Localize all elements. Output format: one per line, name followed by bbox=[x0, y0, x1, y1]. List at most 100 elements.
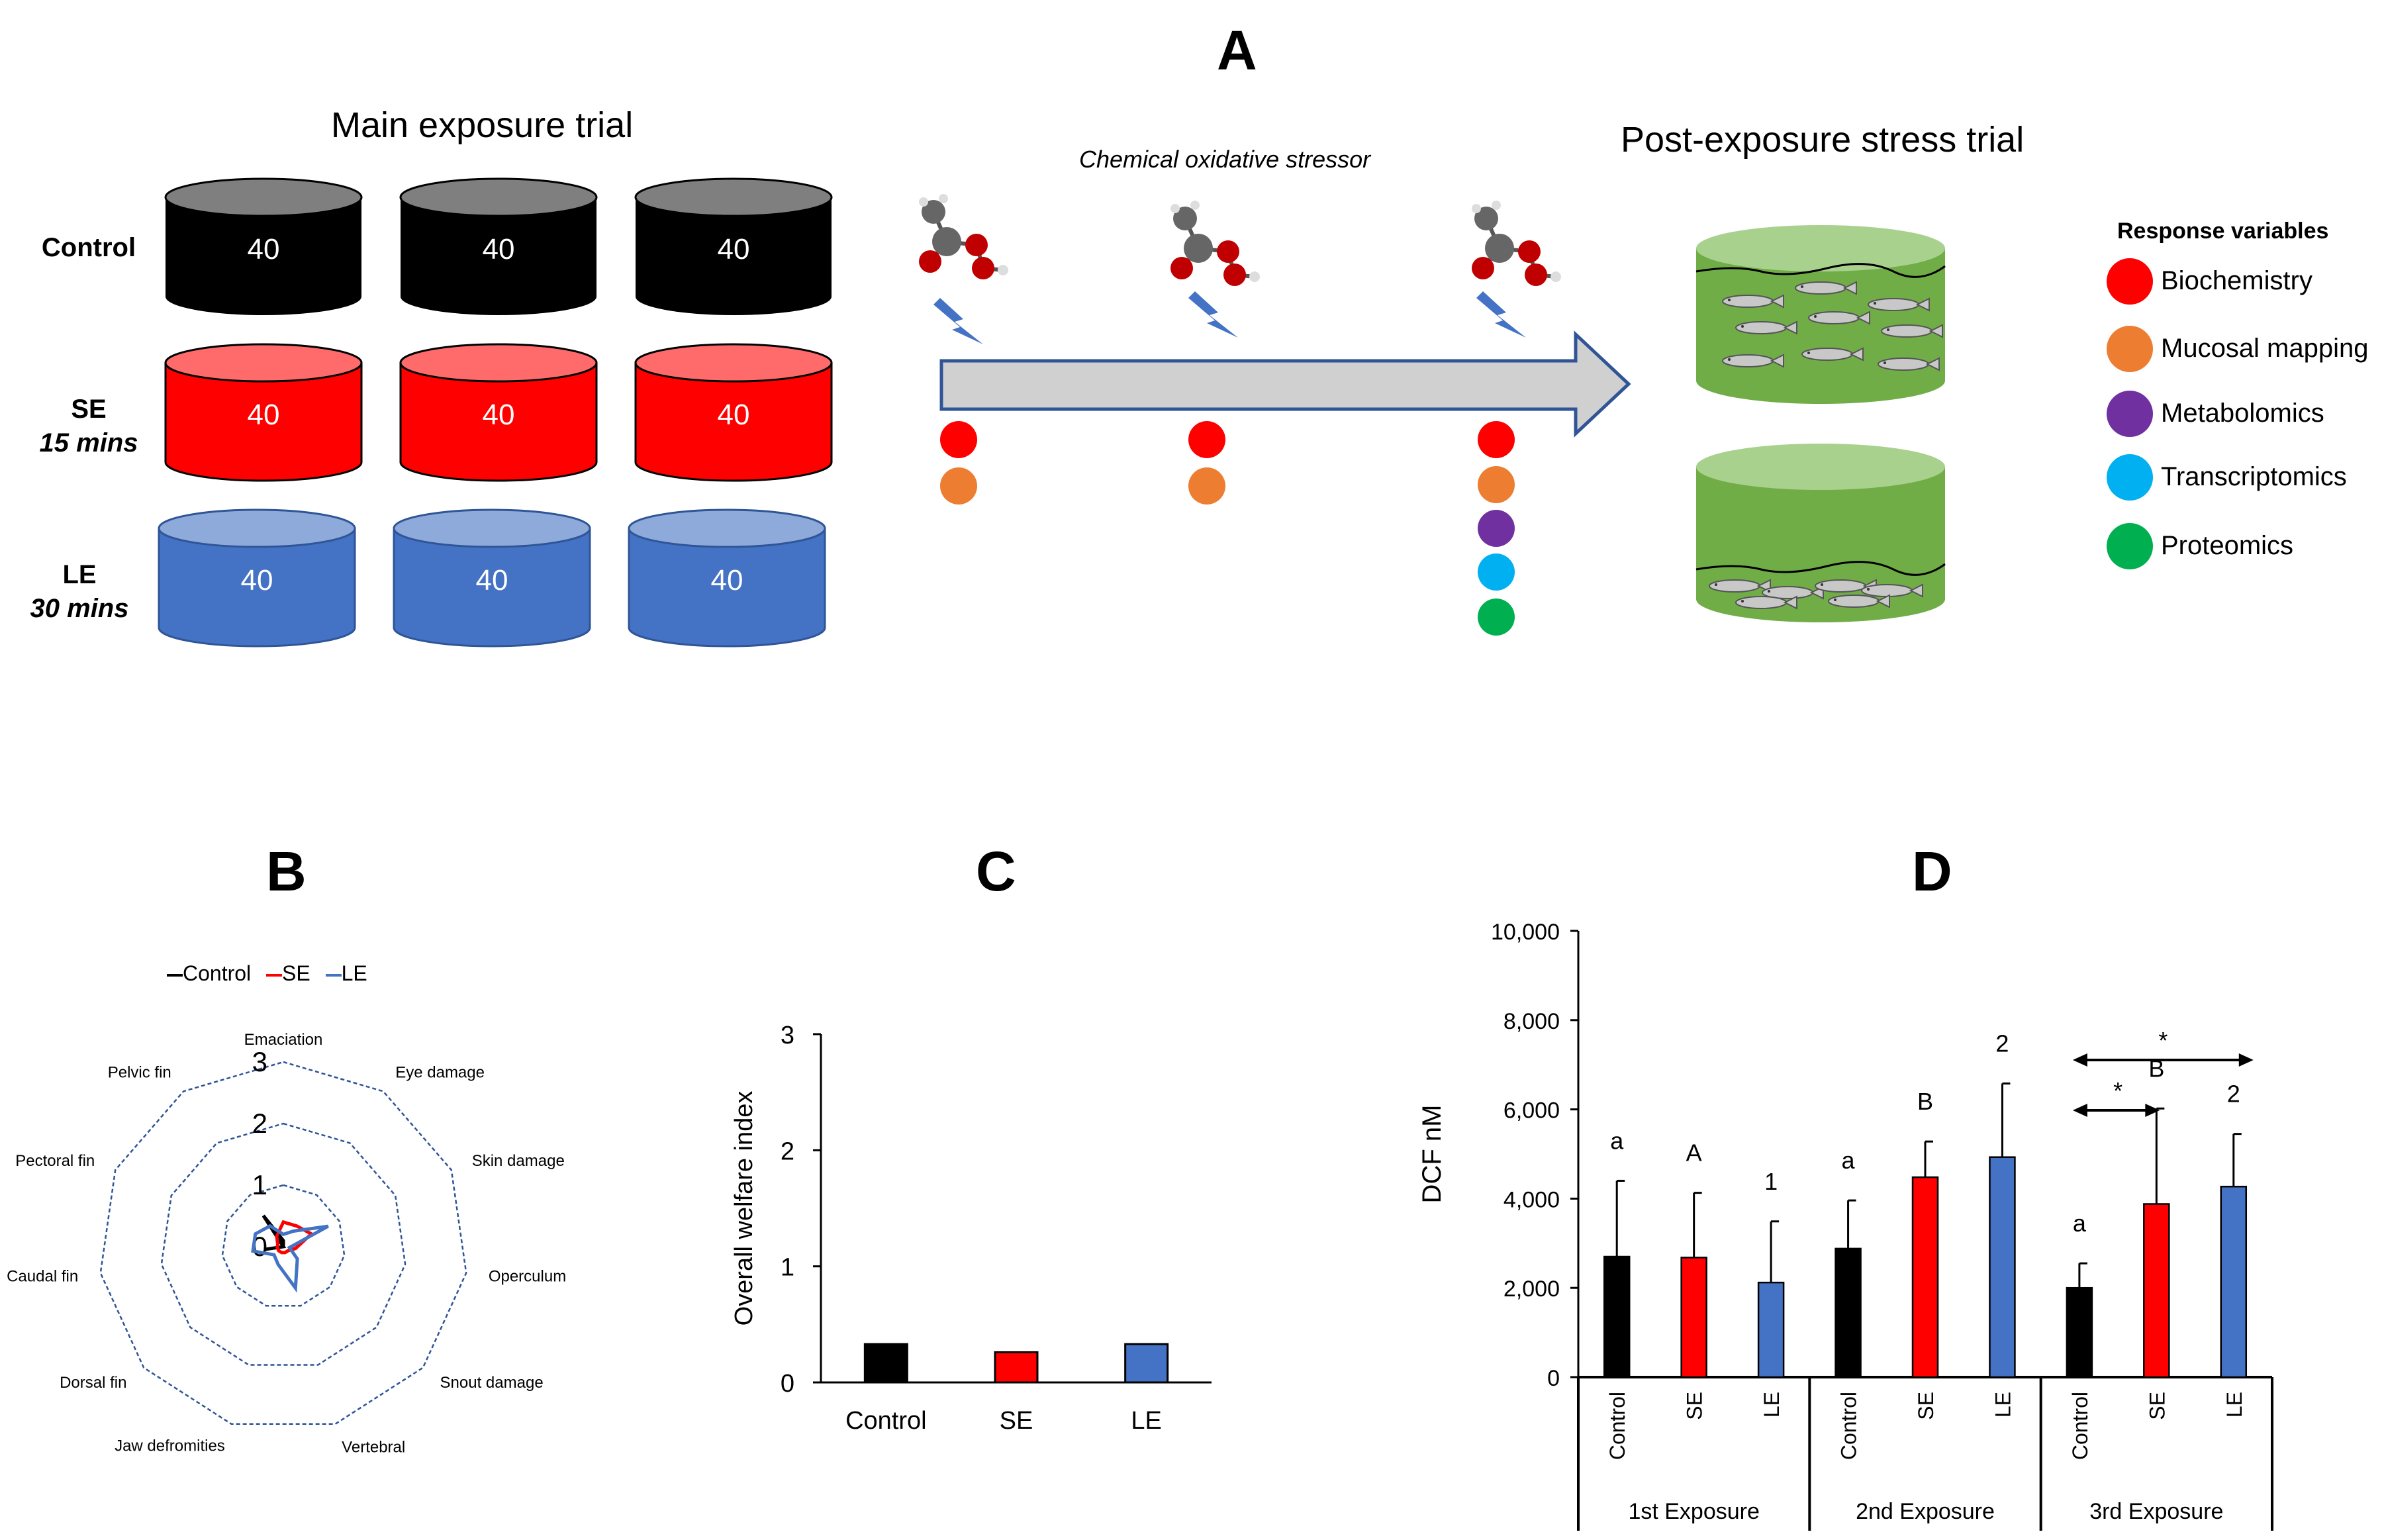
tp3-dot-5 bbox=[1478, 599, 1515, 636]
group-label: 2nd Exposure bbox=[1856, 1499, 1995, 1524]
tp3-dot-4 bbox=[1478, 553, 1515, 591]
tank-control-1: 40 bbox=[164, 177, 363, 316]
x-tick-label: SE bbox=[1914, 1392, 1938, 1420]
bar-le bbox=[1989, 1156, 2016, 1378]
y-tick-label: 4,000 bbox=[1503, 1187, 1560, 1212]
bar-se bbox=[994, 1351, 1039, 1384]
stress-trial-tanks bbox=[1695, 225, 1946, 622]
tank-le-1: 40 bbox=[158, 508, 356, 648]
timeline-arrow bbox=[939, 330, 1631, 438]
radar-axis-label: Snout damage bbox=[440, 1374, 544, 1392]
significance-letter: a bbox=[1842, 1147, 1856, 1174]
bar-se bbox=[1680, 1257, 1707, 1378]
legend-label-se: SE bbox=[282, 961, 310, 985]
x-tick-label: Control bbox=[845, 1407, 927, 1435]
panel-a-letter: A bbox=[1217, 19, 1257, 81]
radar-axis-label: Dorsal fin bbox=[60, 1374, 126, 1392]
y-tick-label: 1 bbox=[781, 1254, 794, 1282]
arrow-head-left bbox=[2072, 1104, 2087, 1117]
group-label: 1st Exposure bbox=[1628, 1499, 1759, 1524]
radar-axis-label: Caudal fin bbox=[7, 1268, 78, 1286]
y-tick-label: 10,000 bbox=[1491, 920, 1560, 945]
bar-le bbox=[1124, 1343, 1169, 1384]
y-axis-label: DCF nM bbox=[1417, 1105, 1447, 1204]
y-tick-label: 0 bbox=[781, 1370, 794, 1398]
lightning-icon-1 bbox=[933, 298, 983, 344]
molecule-icon-1 bbox=[919, 194, 1008, 279]
arrow-head-right bbox=[2145, 1104, 2160, 1117]
significance-letter: 2 bbox=[1995, 1030, 2009, 1057]
x-tick-label: SE bbox=[1683, 1392, 1707, 1420]
legend-line-le bbox=[325, 973, 342, 977]
legend-line-control bbox=[167, 973, 183, 977]
tank-se-2: 40 bbox=[399, 343, 598, 482]
tp1-dot-2 bbox=[940, 467, 977, 505]
y-tick-label: 8,000 bbox=[1503, 1009, 1560, 1034]
lightning-icon-2 bbox=[1188, 291, 1238, 338]
radar-series-se bbox=[275, 1220, 314, 1255]
radar-ring-3 bbox=[99, 1061, 467, 1425]
tank-control-2: 40 bbox=[399, 177, 598, 316]
tank-se-1: 40 bbox=[164, 343, 363, 482]
radar-ring-2 bbox=[160, 1122, 406, 1366]
tp3-dot-2 bbox=[1478, 466, 1515, 503]
tp2-dot-1 bbox=[1188, 421, 1225, 458]
radar-ring-1 bbox=[221, 1184, 346, 1307]
panel-b-letter: B bbox=[266, 840, 307, 902]
x-tick-label: Control bbox=[1837, 1392, 1861, 1460]
significance-arrow-long bbox=[2072, 1053, 2254, 1067]
arrow-head-left bbox=[2072, 1053, 2087, 1067]
significance-letter: a bbox=[1610, 1127, 1624, 1154]
significance-letter: A bbox=[1686, 1139, 1702, 1167]
bar-control bbox=[1835, 1247, 1862, 1378]
y-axis-label: Overall welfare index bbox=[730, 1091, 758, 1326]
tank-bottom bbox=[1695, 444, 1946, 622]
radar-series-le bbox=[251, 1224, 329, 1293]
y-tick-label: 2 bbox=[781, 1137, 794, 1165]
significance-arrow-short bbox=[2072, 1104, 2160, 1117]
row-label-control: Control bbox=[41, 233, 136, 262]
tp3-dot-3 bbox=[1478, 510, 1515, 547]
tank-se-3: 40 bbox=[634, 343, 833, 482]
x-tick-label: LE bbox=[1760, 1392, 1784, 1418]
radar-axis-label: Eye damage bbox=[395, 1064, 485, 1082]
arrow-head-right bbox=[2238, 1053, 2254, 1067]
bar-se bbox=[1911, 1176, 1939, 1378]
panel-c-letter: C bbox=[976, 840, 1016, 902]
timeline-graphic bbox=[914, 185, 1631, 438]
lightning-icon-3 bbox=[1476, 291, 1526, 338]
x-tick-label: Control bbox=[1605, 1392, 1629, 1460]
post-exposure-title: Post-exposure stress trial bbox=[1621, 120, 2025, 160]
molecule-icon-3 bbox=[1472, 201, 1561, 286]
panel-d-letter: D bbox=[1912, 840, 1952, 902]
radar-axis-label: Vertebraldeformities bbox=[342, 1438, 419, 1457]
y-tick-label: 3 bbox=[781, 1022, 794, 1049]
radar-axis-label: Pectoral fin bbox=[15, 1152, 95, 1170]
legend-label-le: LE bbox=[341, 961, 367, 985]
y-tick-label: 6,000 bbox=[1503, 1098, 1560, 1124]
bar-se bbox=[2143, 1203, 2170, 1378]
tank-le-3: 40 bbox=[628, 508, 826, 648]
y-tick-label: 2,000 bbox=[1503, 1276, 1560, 1302]
significance-letter: a bbox=[2073, 1210, 2087, 1237]
tp2-dot-2 bbox=[1188, 467, 1225, 505]
significance-star: * bbox=[2158, 1027, 2168, 1054]
tank-top bbox=[1695, 225, 1946, 404]
radar-axis-label: Skin damage bbox=[472, 1152, 565, 1170]
bar-le bbox=[1757, 1281, 1785, 1378]
x-tick-label: LE bbox=[1991, 1392, 2015, 1418]
tank-control-3: 40 bbox=[634, 177, 833, 316]
tank-le-2: 40 bbox=[393, 508, 591, 648]
group-label: 3rd Exposure bbox=[2089, 1499, 2223, 1524]
legend-line-se bbox=[266, 973, 283, 977]
significance-star: * bbox=[2113, 1077, 2122, 1104]
radar-scale-2: 2 bbox=[252, 1108, 267, 1139]
y-tick-label: 0 bbox=[1547, 1366, 1560, 1391]
x-tick-label: SE bbox=[2145, 1392, 2169, 1420]
radar-axis-label: Operculum bbox=[489, 1268, 566, 1286]
bar-control bbox=[863, 1343, 908, 1384]
bar-le bbox=[2220, 1185, 2248, 1378]
